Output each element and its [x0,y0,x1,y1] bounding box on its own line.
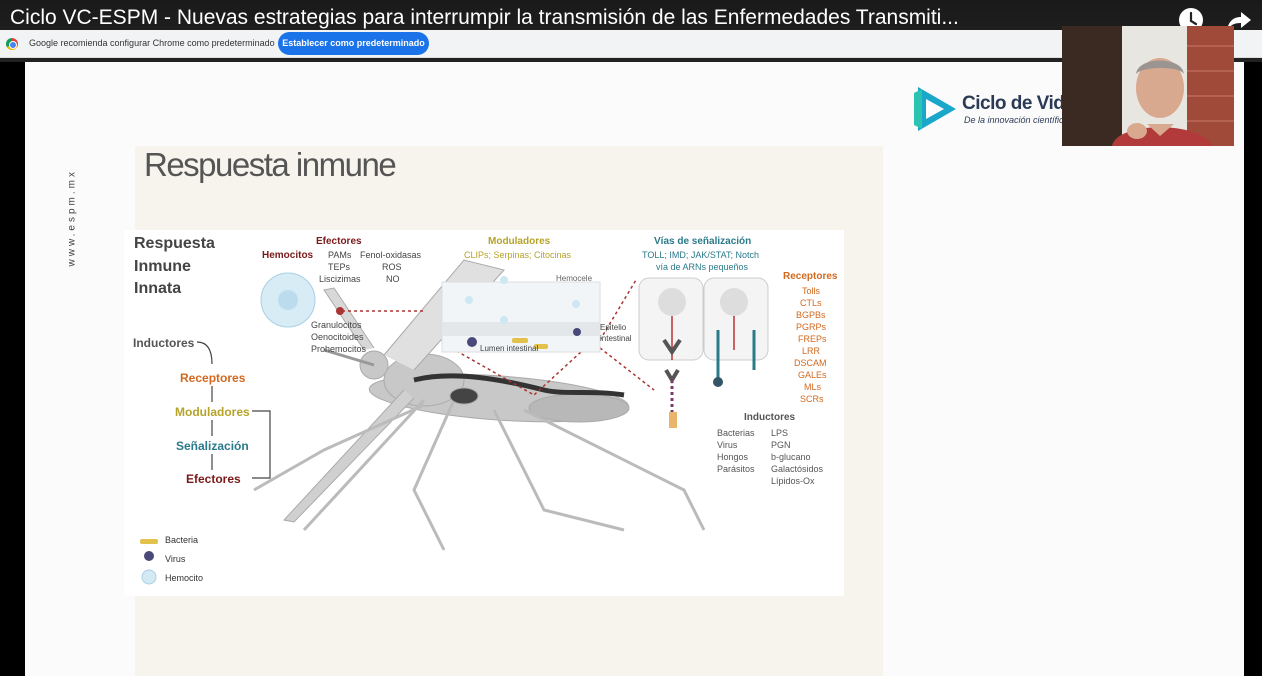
figure-heading-2: Inmune [134,258,191,275]
logo-title: Ciclo de Video [962,93,1086,114]
figure-heading-3: Innata [134,280,182,297]
flow-moduladores: Moduladores [175,405,250,419]
slide-title: Respuesta inmune [144,146,397,183]
figure-heading-1: Respuesta [134,235,215,252]
cell-type-1: Granulocitos [311,320,362,330]
moduladores-items: CLIPs; Serpinas; Citocinas [464,250,572,260]
share-icon[interactable] [1225,6,1253,34]
play-logo-icon [914,87,956,131]
flow-efectores: Efectores [186,472,241,486]
receptor-3: BGPBs [796,310,826,320]
efector-a-1: PAMs [328,250,352,260]
flow-arrows [196,341,271,479]
flow-inductores: Inductores [133,336,195,350]
senal-line-2: vía de ARNs pequeños [656,262,749,272]
legend-bacteria: Bacteria [165,535,199,545]
presenter-face [1136,58,1184,118]
inductor-left-3: Hongos [717,452,749,462]
receptor-10: SCRs [800,394,824,404]
senal-line-1: TOLL; IMD; JAK/STAT; Notch [642,250,760,260]
receptor-5: FREPs [798,334,827,344]
inductor-right-3: b-glucano [771,452,811,462]
immune-response-figure: Respuesta Inmune Innata Inductores Recep… [124,230,844,596]
efector-a-2: TEPs [328,262,351,272]
inductor-right-5: Lípidos-Ox [771,476,815,486]
ciclo-video-logo: Ciclo de Video De la innovación científi… [912,83,1086,137]
hemocitos-label: Hemocitos [262,250,314,261]
video-title[interactable]: Ciclo VC-ESPM - Nuevas estrategias para … [10,6,959,29]
inductor-left-4: Parásitos [717,464,755,474]
epitelio-label-1: Epitelio [600,323,627,332]
efectores-title: Efectores [316,236,362,247]
inductor-left-2: Virus [717,440,738,450]
efector-b-3: NO [386,274,400,284]
legend-virus: Virus [165,554,186,564]
chrome-icon [6,38,18,50]
legend-bacteria-swatch [140,539,158,544]
legend-hemocyte-swatch [141,569,157,585]
efector-b-2: ROS [382,262,402,272]
mosquito-illustration [253,259,706,551]
flow-receptores: Receptores [180,371,246,385]
lumen-label: Lumen intestinal [480,344,539,353]
receptor-9: MLs [804,382,822,392]
legend-virus-swatch [144,551,154,561]
efector-a-3: Liscizimas [319,274,361,284]
senal-title: Vías de señalización [654,236,752,247]
inductor-left-1: Bacterias [717,428,755,438]
efector-b-1: Fenol-oxidasas [360,250,422,260]
epitelio-label-2: intestinal [600,334,632,343]
receptor-6: LRR [802,346,821,356]
inductores-title: Inductores [744,412,796,423]
inductor-right-1: LPS [771,428,789,438]
presenter-webcam [1062,26,1234,146]
cell-type-2: Oenocitoides [311,332,364,342]
receptor-8: GALEs [798,370,827,380]
inductor-right-4: Galactósidos [771,464,824,474]
legend-hemocito: Hemocito [165,573,204,583]
receptor-4: PGRPs [796,322,827,332]
cell-right [703,277,769,361]
side-url: www.espm.mx [59,162,78,272]
receptor-1: Tolls [802,286,821,296]
chrome-default-browser-bar: Google recomienda configurar Chrome como… [0,30,1262,58]
side-url-text: www.espm.mx [66,169,78,267]
cell-left [638,277,704,361]
figure-graphics [140,259,769,585]
receptores-title: Receptores [783,271,838,282]
flow-senalizacion: Señalización [176,439,249,453]
moduladores-title: Moduladores [488,236,551,247]
inductor-right-2: PGN [771,440,791,450]
receptor-7: DSCAM [794,358,827,368]
cell-type-3: Prohemocitos [311,344,367,354]
logo-subtitle: De la innovación científica [964,115,1069,125]
receptor-2: CTLs [800,298,822,308]
hemocele-label: Hemocele [556,274,593,283]
set-default-button[interactable]: Establecer como predeterminado [278,32,429,55]
infobar-message: Google recomienda configurar Chrome como… [29,38,275,48]
